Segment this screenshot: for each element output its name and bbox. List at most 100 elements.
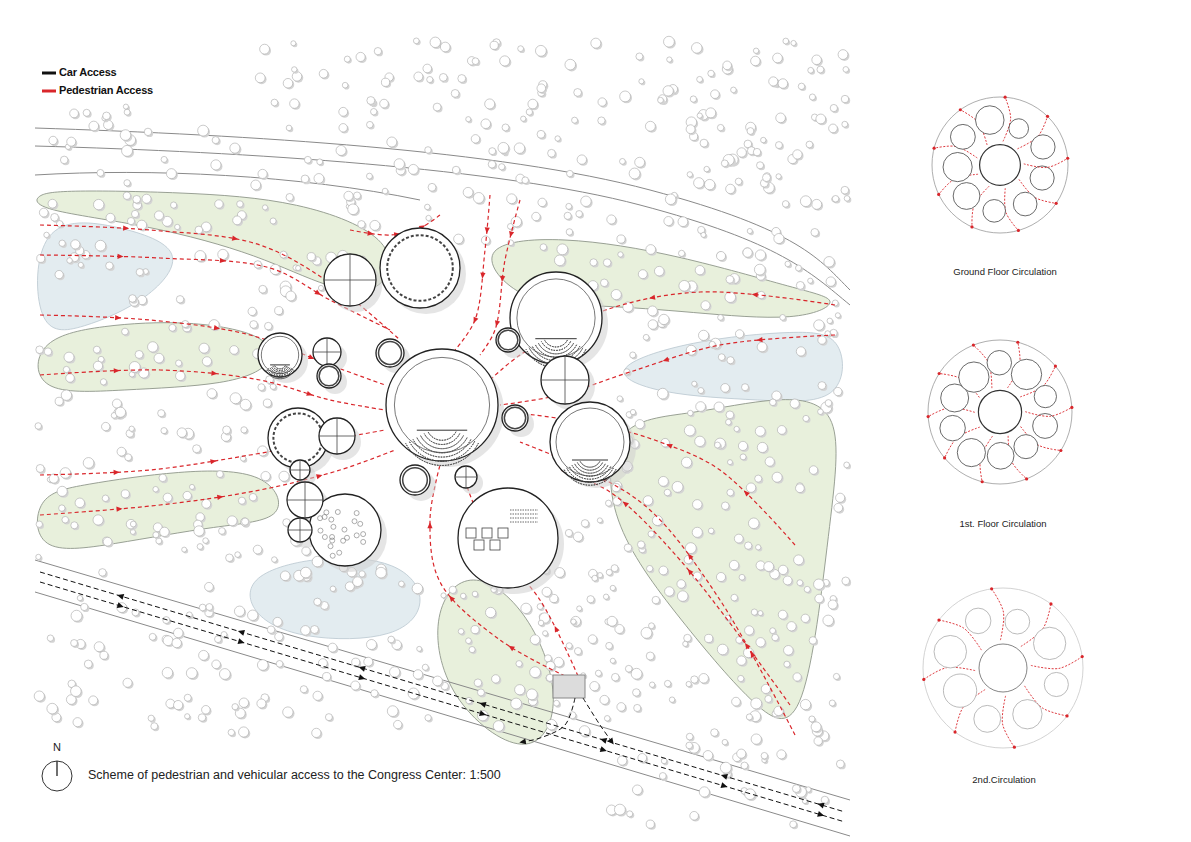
path-arrowhead (552, 625, 559, 633)
tree (824, 257, 835, 268)
route-end (1066, 157, 1069, 160)
tree (745, 789, 756, 800)
tree (433, 676, 443, 686)
tree (161, 156, 167, 162)
tree (71, 686, 82, 697)
tree (215, 200, 223, 208)
partition (337, 418, 338, 454)
tree (526, 689, 537, 700)
tree (71, 610, 82, 621)
tree (382, 188, 388, 194)
tree (610, 658, 615, 663)
tree (371, 690, 378, 697)
tree (48, 199, 57, 208)
tree (535, 45, 546, 56)
tree (735, 330, 743, 338)
route-end (959, 108, 962, 111)
tree (466, 117, 471, 122)
tree (174, 700, 183, 709)
tree (235, 552, 241, 558)
partition (565, 356, 566, 404)
car-arrowhead (237, 628, 245, 636)
path-arrowhead (499, 276, 505, 282)
tree (777, 426, 786, 435)
tree (698, 388, 704, 394)
tree (798, 83, 804, 89)
car-arrowhead (721, 782, 729, 790)
tree (239, 698, 248, 707)
tree (427, 76, 433, 82)
tree (521, 603, 531, 613)
tree (801, 614, 809, 622)
tree (643, 496, 653, 506)
tree (691, 43, 702, 54)
diagram-room (1014, 435, 1038, 459)
partition (305, 482, 306, 518)
tree (62, 516, 69, 523)
tree (806, 141, 813, 148)
tree (537, 130, 545, 138)
tree (93, 346, 100, 353)
diagram-outline (928, 340, 1072, 484)
tree (829, 124, 838, 133)
tree (664, 680, 670, 686)
tree (257, 699, 266, 708)
tree (564, 212, 571, 219)
building (496, 328, 520, 352)
tree (778, 79, 788, 89)
courtyard-tree (352, 519, 357, 524)
tree (314, 174, 324, 184)
tree (93, 515, 103, 525)
tree (727, 460, 732, 465)
tree (692, 527, 702, 537)
seat-row (510, 522, 538, 523)
tree (125, 454, 132, 461)
tree (280, 571, 290, 581)
tree (258, 446, 268, 456)
tree (681, 457, 691, 467)
tree (430, 37, 440, 47)
path-arrowhead (117, 254, 123, 259)
tree (211, 160, 221, 170)
tree (554, 255, 565, 266)
tree (726, 411, 734, 419)
route-end (933, 147, 936, 150)
tree (751, 609, 757, 615)
path-arrowhead (214, 325, 221, 331)
inner-ring (273, 413, 322, 462)
path-arrowhead (316, 473, 323, 480)
room (474, 540, 484, 550)
tree (648, 320, 658, 330)
tree (129, 295, 136, 302)
tree (652, 596, 660, 604)
building (317, 364, 341, 388)
tree (228, 729, 234, 735)
tree (761, 752, 768, 759)
tree (630, 352, 636, 358)
tree (366, 639, 376, 649)
tree (736, 637, 743, 644)
tree (735, 178, 742, 185)
route-end (1054, 364, 1057, 367)
tree (577, 155, 586, 164)
tree (765, 695, 772, 702)
seat-row (275, 365, 286, 368)
tree (630, 409, 635, 414)
tree (102, 422, 110, 430)
tree (658, 95, 667, 104)
tree (129, 362, 140, 373)
tree (47, 703, 58, 714)
path-arrowhead (116, 506, 122, 512)
tree (699, 787, 709, 797)
tree (381, 78, 389, 86)
tree (624, 544, 632, 552)
tree (577, 606, 582, 611)
tree (821, 796, 828, 803)
car-arrowhead (358, 664, 366, 672)
tree (751, 56, 760, 65)
path-arrowhead (686, 567, 694, 575)
tree (159, 474, 167, 482)
tree (106, 213, 115, 222)
diagram-room (1033, 414, 1058, 439)
tree (793, 150, 802, 159)
